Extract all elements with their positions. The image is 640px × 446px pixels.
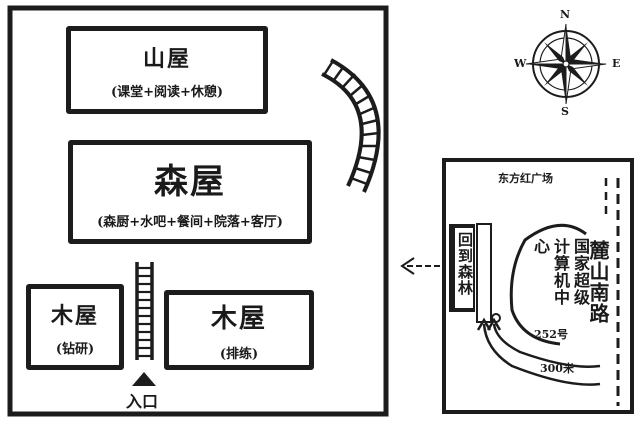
distance-label: 300米: [540, 362, 574, 375]
room-sen-wu-title: 森屋: [154, 162, 226, 202]
target-label: 回到森林: [456, 232, 474, 296]
location-map-frame: [442, 158, 634, 414]
compass-south: S: [561, 105, 569, 118]
route-arrows: [476, 317, 601, 386]
room-shan-wu-desc: (课堂+阅读+休憩): [110, 84, 224, 100]
compass-north: N: [560, 8, 571, 21]
address-label: 252号: [534, 328, 568, 341]
compass-west: W: [514, 57, 527, 70]
room-mu-wu-left-title: 木屋: [50, 302, 99, 329]
road-label: 麓山南路: [586, 240, 610, 324]
entrance-label: 入口: [126, 392, 159, 411]
entrance-stairs: [135, 262, 154, 360]
square-label: 东方红广场: [498, 172, 553, 185]
room-sen-wu: 森屋 (森厨+水吧+餐间+院落+客厅): [68, 140, 312, 244]
building-outline: [7, 5, 389, 417]
room-shan-wu-title: 山屋: [142, 45, 191, 72]
room-mu-wu-left-desc: (钻研): [55, 341, 95, 357]
compass-east: E: [612, 57, 621, 70]
entrance-triangle: [132, 372, 156, 386]
room-mu-wu-right: 木屋 (排练): [164, 290, 314, 370]
direction-arrow: [400, 257, 440, 275]
center-label: 国家超级计算机中心: [531, 238, 590, 306]
room-shan-wu: 山屋 (课堂+阅读+休憩): [66, 26, 268, 114]
room-mu-wu-right-title: 木屋: [210, 304, 267, 334]
room-sen-wu-desc: (森厨+水吧+餐间+院落+客厅): [97, 215, 283, 230]
compass-rose: [525, 23, 607, 105]
room-mu-wu-left: 木屋 (钻研): [26, 284, 124, 370]
curved-stairs: [321, 58, 381, 193]
center-outline: [509, 223, 587, 346]
room-mu-wu-right-desc: (排练): [219, 347, 259, 362]
